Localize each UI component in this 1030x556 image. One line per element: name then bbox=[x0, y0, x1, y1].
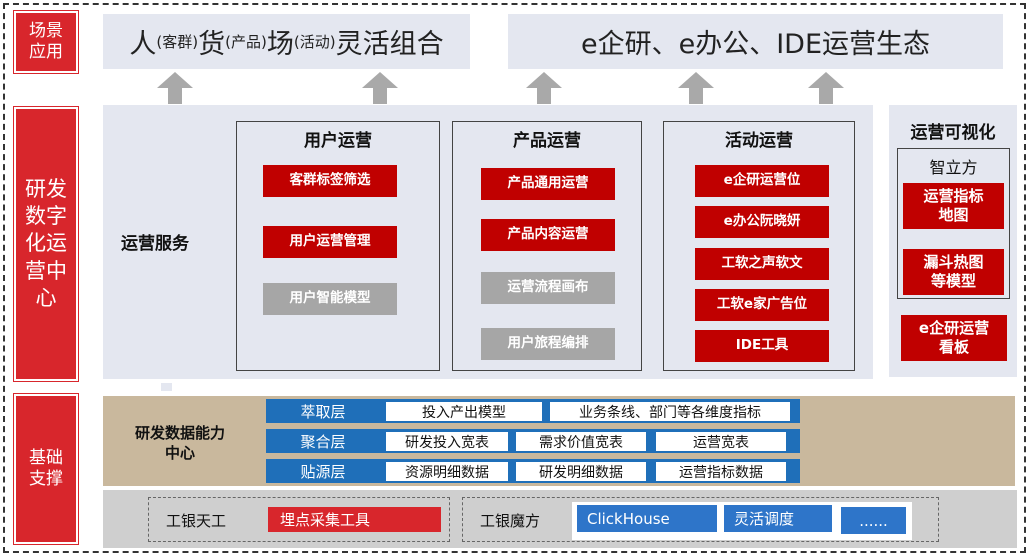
scene-goods-note: (产品) bbox=[225, 33, 267, 51]
scene-box-ecosystem: e企研、e办公、IDE运营生态 bbox=[508, 14, 1003, 69]
layer-cell: 运营指标数据 bbox=[656, 462, 786, 481]
scene-combination: 灵活组合 bbox=[335, 29, 444, 60]
up-arrow-icon bbox=[526, 72, 562, 104]
up-arrow-icon bbox=[362, 72, 398, 104]
ops-item-user-ops-management: 用户运营管理 bbox=[263, 226, 397, 258]
layer-cell: 研发投入宽表 bbox=[386, 432, 508, 451]
tool-clickhouse: ClickHouse bbox=[577, 505, 717, 532]
ops-item-product-content: 产品内容运营 bbox=[481, 219, 615, 251]
ops-item-journey-orchestration: 用户旅程编排 bbox=[481, 328, 615, 360]
layer-cell: 业务条线、部门等各维度指标 bbox=[550, 402, 790, 421]
mofang-group bbox=[462, 497, 939, 542]
ops-item-ide-tool: IDE工具 bbox=[695, 330, 829, 362]
scene-goods: 货 bbox=[198, 29, 226, 60]
viz-item-funnel-heatmap: 漏斗热图 等模型 bbox=[903, 249, 1004, 295]
label-scene-application: 场景 应用 bbox=[14, 11, 78, 73]
scene-people: 人 bbox=[129, 29, 157, 60]
scene-people-note: (客群) bbox=[156, 33, 199, 51]
scene-place-note: (活动) bbox=[293, 33, 336, 51]
up-arrow-icon bbox=[157, 72, 193, 104]
up-arrow-icon bbox=[808, 72, 844, 104]
ops-item-flow-canvas: 运营流程画布 bbox=[481, 272, 615, 304]
ops-item-voice-article: 工软之声软文 bbox=[695, 248, 829, 280]
ops-item-product-general: 产品通用运营 bbox=[481, 168, 615, 200]
up-arrow-icon bbox=[678, 72, 714, 104]
group-title: 活动运营 bbox=[725, 131, 793, 151]
layer-cell: 需求价值宽表 bbox=[516, 432, 646, 451]
tiangong-label: 工银天工 bbox=[166, 511, 227, 530]
layer-name: 聚合层 bbox=[300, 432, 346, 451]
ops-item-user-tag-filter: 客群标签筛选 bbox=[263, 165, 397, 197]
layer-cell: 资源明细数据 bbox=[386, 462, 508, 481]
outer-frame bbox=[3, 3, 1026, 553]
ops-item-e-office: e办公阮晓妍 bbox=[695, 206, 829, 238]
group-title: 用户运营 bbox=[304, 131, 372, 151]
scene-box-people-goods-place: 人(客群)货(产品)场(活动)灵活组合 bbox=[103, 14, 470, 69]
layer-name: 萃取层 bbox=[300, 402, 346, 421]
mofang-label: 工银魔方 bbox=[480, 511, 541, 530]
viz-title: 运营可视化 bbox=[910, 123, 996, 143]
viz-sub-title: 智立方 bbox=[929, 158, 978, 177]
group-title: 产品运营 bbox=[513, 131, 581, 151]
ops-item-user-ai-model: 用户智能模型 bbox=[263, 283, 397, 315]
viz-ops-dashboard: e企研运营 看板 bbox=[901, 315, 1007, 361]
ops-item-ad-slot: 工软e家广告位 bbox=[695, 289, 829, 321]
ops-item-e-research-slot: e企研运营位 bbox=[695, 165, 829, 197]
panel-notch bbox=[161, 383, 172, 391]
tracking-collection-tool: 埋点采集工具 bbox=[268, 507, 441, 532]
tiangong-group bbox=[148, 497, 450, 542]
layer-cell: 投入产出模型 bbox=[386, 402, 542, 421]
tool-more: ...... bbox=[841, 507, 906, 534]
layer-cell: 研发明细数据 bbox=[516, 462, 646, 481]
scene-place: 场 bbox=[266, 29, 294, 60]
label-foundation-support: 基础 支撑 bbox=[14, 394, 78, 544]
layer-cell: 运营宽表 bbox=[656, 432, 786, 451]
viz-item-metric-map: 运营指标 地图 bbox=[903, 183, 1004, 229]
layer-name: 贴源层 bbox=[300, 462, 346, 481]
label-digital-ops-center: 研发 数字 化运 营中 心 bbox=[14, 107, 78, 381]
capability-label: 研发数据能力 中心 bbox=[134, 424, 225, 462]
group-activity-ops bbox=[663, 121, 855, 371]
ops-service-label: 运营服务 bbox=[121, 234, 189, 254]
tool-flexible-scheduling: 灵活调度 bbox=[724, 505, 832, 532]
